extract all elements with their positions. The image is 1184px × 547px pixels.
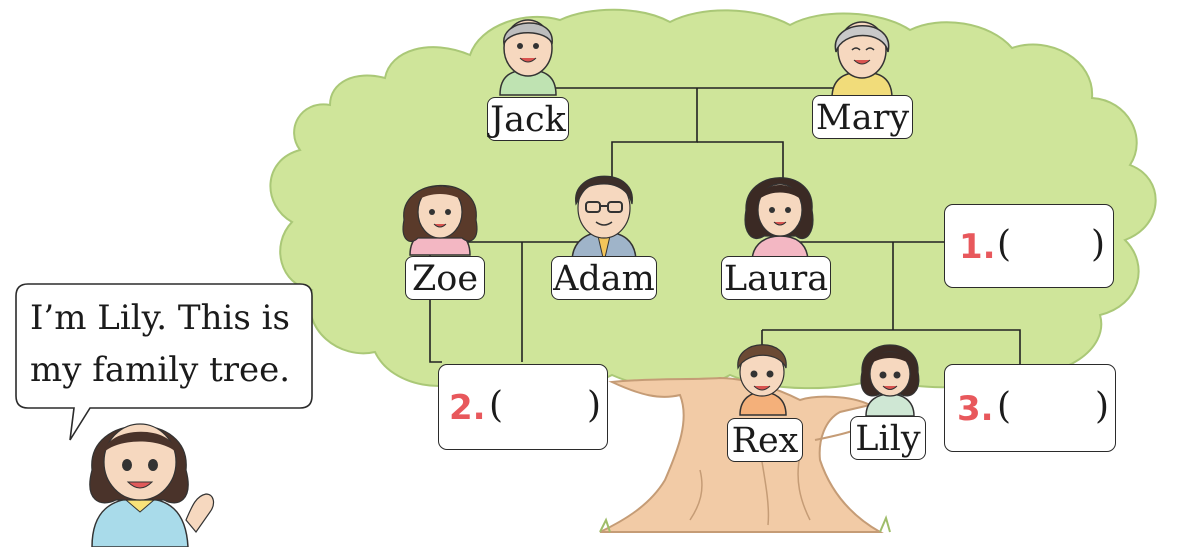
narrator-lily-girl — [89, 423, 215, 547]
answer-number-1: 1. — [959, 227, 996, 267]
close-paren-1: ) — [1091, 224, 1106, 265]
name-label-zoe: Zoe — [405, 256, 485, 300]
answer-number-3: 3. — [957, 389, 994, 429]
zoe-portrait — [402, 184, 478, 256]
close-paren-2: ) — [587, 385, 602, 426]
open-paren-2: ( — [489, 385, 504, 426]
name-label-laura: Laura — [721, 256, 831, 300]
speech-line-1: I’m Lily. This is — [30, 298, 290, 338]
speech-line-2: my family tree. — [30, 350, 291, 390]
open-paren-3: ( — [997, 386, 1012, 427]
lily-portrait — [860, 344, 920, 417]
open-paren-1: ( — [997, 224, 1012, 265]
name-label-jack: Jack — [487, 97, 569, 141]
grass-tufts — [599, 515, 891, 533]
grandma-mary-portrait — [831, 21, 893, 99]
speech-bubble-shape — [15, 283, 313, 441]
rex-portrait — [737, 344, 787, 416]
adam-portrait — [571, 175, 637, 263]
answer-box-1[interactable]: 1. ( ) — [944, 204, 1114, 288]
name-label-rex: Rex — [727, 418, 803, 462]
name-label-lily: Lily — [850, 416, 926, 460]
name-label-mary: Mary — [812, 95, 913, 139]
answer-box-2[interactable]: 2. ( ) — [438, 364, 608, 450]
name-label-adam: Adam — [551, 256, 657, 300]
laura-portrait — [744, 177, 814, 263]
close-paren-3: ) — [1095, 386, 1110, 427]
answer-number-2: 2. — [449, 388, 486, 428]
grandpa-jack-portrait — [499, 19, 557, 96]
speech-bubble-text: I’m Lily. This is my family tree. — [30, 292, 320, 396]
tree-foliage — [269, 8, 1157, 390]
answer-box-3[interactable]: 3. ( ) — [944, 364, 1116, 452]
